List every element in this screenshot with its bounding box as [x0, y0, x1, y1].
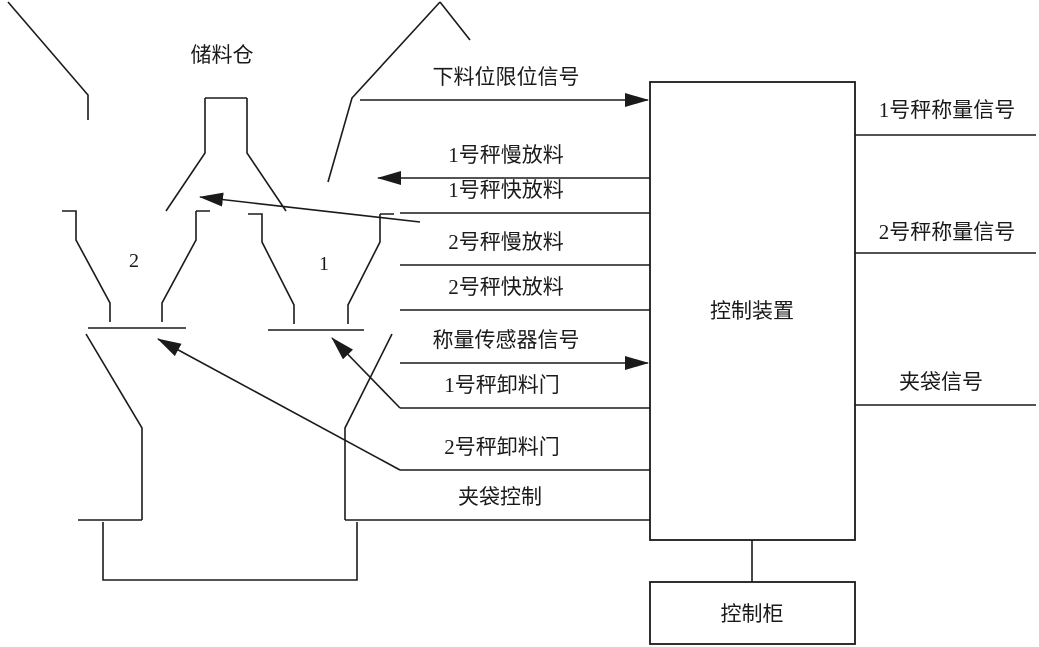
- control-cabinet-box: [649, 581, 856, 645]
- storage-bin-label: 储料仓: [191, 43, 254, 67]
- arrow-scale2-door: [157, 338, 401, 471]
- arrow-feed-gate: [199, 192, 421, 223]
- control-unit-box: [649, 81, 856, 541]
- arrow-scale1-door: [331, 337, 401, 409]
- label-scale2-discharge-door: 2号秤卸料门: [444, 435, 560, 459]
- machine-outline: [7, 1, 471, 581]
- hopper-2-label: 2: [129, 250, 139, 272]
- label-bag-clamp-signal: 夹袋信号: [899, 370, 983, 394]
- control-unit-label: 控制装置: [710, 299, 794, 323]
- hopper-1-label: 1: [319, 253, 329, 275]
- control-cabinet-label: 控制柜: [721, 602, 784, 626]
- label-bag-clamp-control: 夹袋控制: [458, 485, 542, 509]
- label-lower-level-limit-signal: 下料位限位信号: [433, 65, 580, 89]
- label-scale1-slow-feed: 1号秤慢放料: [448, 143, 564, 167]
- label-scale2-weight-signal: 2号秤称量信号: [879, 220, 1016, 244]
- label-scale1-weight-signal: 1号秤称量信号: [879, 98, 1016, 122]
- label-scale2-fast-feed: 2号秤快放料: [448, 275, 564, 299]
- label-scale1-discharge-door: 1号秤卸料门: [444, 373, 560, 397]
- label-weighing-sensor-signal: 称量传感器信号: [433, 328, 580, 352]
- label-scale2-slow-feed: 2号秤慢放料: [448, 230, 564, 254]
- label-scale1-fast-feed: 1号秤快放料: [448, 178, 564, 202]
